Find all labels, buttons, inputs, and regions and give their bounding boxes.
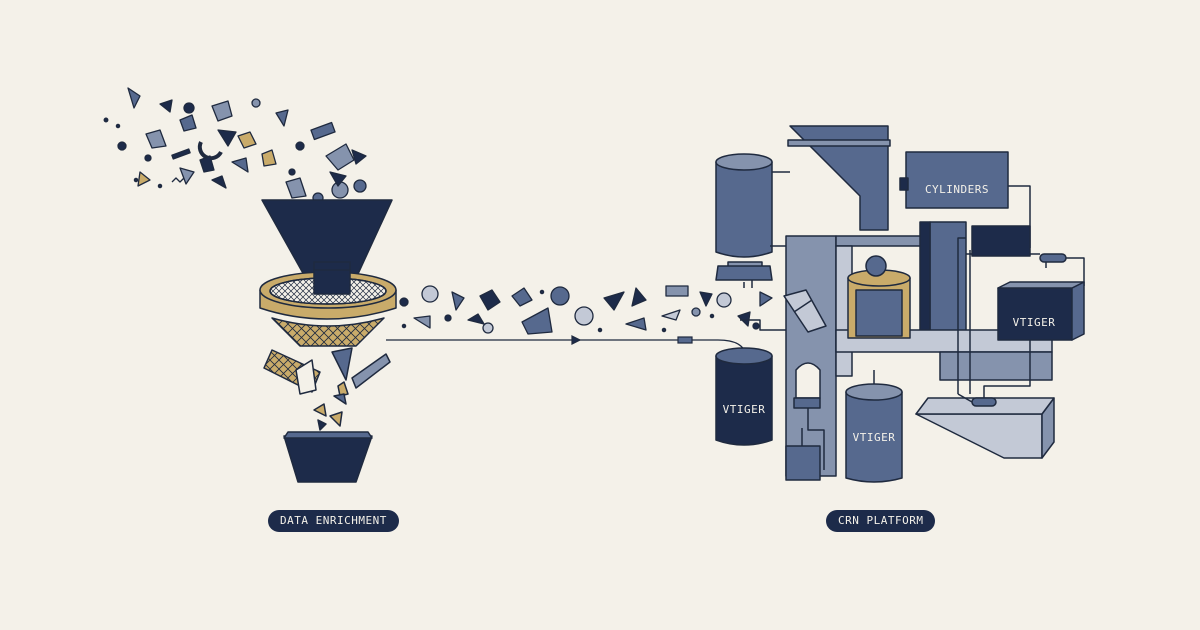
sieve — [259, 269, 397, 431]
vtiger-label-left: VTIGER — [723, 403, 766, 416]
vtiger-tank-left — [715, 355, 773, 446]
cylinders-box — [905, 151, 1009, 209]
cylinders-label: CYLINDERS — [925, 183, 989, 196]
vtiger-label-center: VTIGER — [853, 431, 896, 444]
vtiger-label-right: VTIGER — [1013, 316, 1056, 329]
data-stream — [399, 285, 773, 335]
raw-data-fragments — [103, 87, 367, 204]
main-cabinet — [785, 235, 837, 477]
collection-bin — [283, 431, 373, 483]
data-enrichment-label: DATA ENRICHMENT — [268, 510, 399, 532]
sieve-mesh — [271, 317, 385, 347]
vtiger-tank-center — [845, 391, 903, 483]
connector-valve — [677, 336, 693, 344]
top-left-tank — [715, 161, 773, 258]
arch-block — [915, 413, 1043, 459]
vtiger-box-right — [997, 287, 1073, 341]
connection-line — [386, 335, 747, 357]
crm-machine — [715, 125, 1085, 483]
arch-tower — [789, 125, 889, 231]
crm-platform-label: CRN PLATFORM — [826, 510, 936, 532]
